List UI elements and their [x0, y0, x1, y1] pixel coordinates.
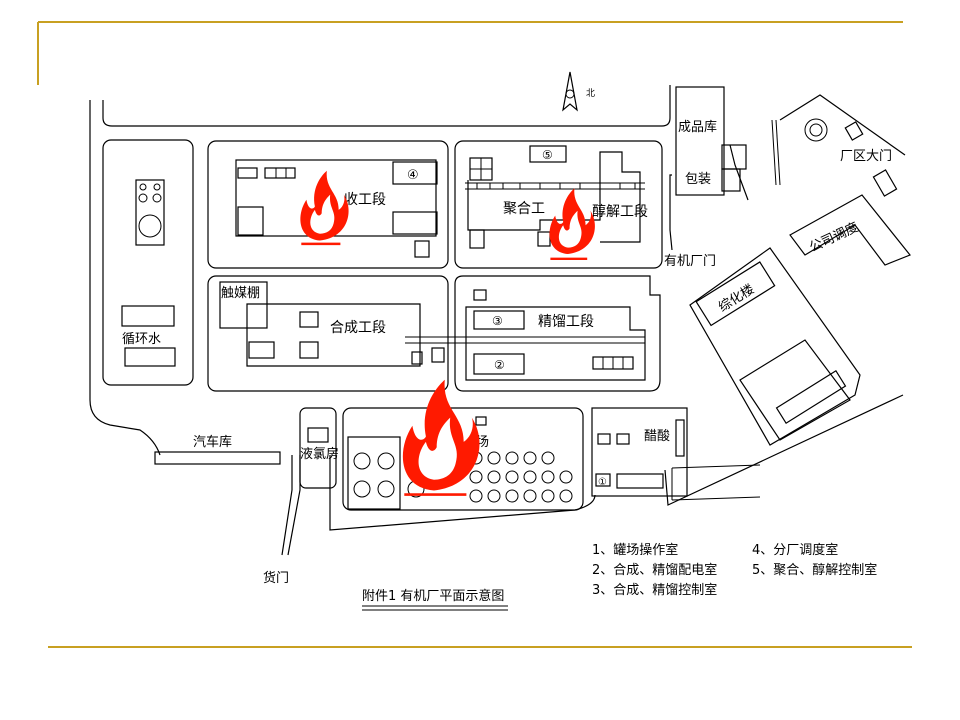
label-liquid-chlorine: 液氯房 [300, 446, 339, 462]
label-distillation-section: 精馏工段 [538, 314, 594, 330]
label-branch-gate: 有机厂门 [664, 254, 716, 269]
block-liquid-chlorine: 液氯房 [299, 407, 339, 489]
fire-icon [402, 379, 480, 496]
block-tank-field: 场 [342, 407, 584, 511]
marker-3: ③ [492, 314, 503, 328]
label-general-building: 综化楼 [716, 282, 757, 315]
tank-circles [353, 451, 573, 503]
label-product-store: 成品库 [678, 119, 717, 135]
label-alcoholysis: 醇解工段 [592, 203, 648, 220]
block-garage: 汽车库 [154, 434, 281, 465]
label-polymer: 聚合工 [503, 201, 545, 217]
marker-2: ② [494, 358, 505, 372]
block-company-dispatch: 公司调度 [789, 194, 911, 266]
label-synthesis-section: 合成工段 [330, 320, 386, 336]
fire-icon [300, 170, 349, 246]
road-boundaries [89, 85, 904, 556]
legend-item: 4、分厂调度室 [752, 542, 838, 558]
legend-item: 2、合成、精馏配电室 [592, 562, 717, 578]
caption-text: 附件1 有机厂平面示意图 [362, 588, 504, 604]
block-product-store: 成品库 包装 [675, 86, 747, 196]
block-distillation-section: ③ ② 精馏工段 [405, 275, 661, 392]
fire-icon [549, 188, 595, 261]
legend-item: 3、合成、精馏控制室 [592, 582, 717, 598]
marker-1: ① [598, 477, 607, 488]
slide-decoration [37, 21, 912, 648]
block-circulating-water: 循环水 [102, 139, 194, 386]
block-synthesis-section: 触媒棚 合成工段 [207, 275, 449, 392]
north-label: 北 [586, 88, 595, 99]
block-polymer-alcoholysis: ⑤ 聚合工 醇解工段 [454, 140, 663, 269]
marker-5: ⑤ [542, 148, 553, 162]
block-factory-gate: 厂区大门 [779, 94, 906, 197]
legend: 1、罐场操作室 2、合成、精馏配电室 3、合成、精馏控制室 4、分厂调度室 5、… [592, 542, 877, 598]
label-company-dispatch: 公司调度 [807, 219, 861, 255]
label-absorb-section: 收工段 [344, 192, 386, 208]
legend-item: 1、罐场操作室 [592, 542, 678, 558]
block-general-building: 综化楼 [689, 247, 861, 446]
legend-item: 5、聚合、醇解控制室 [752, 562, 877, 578]
label-factory-gate: 厂区大门 [840, 149, 892, 164]
block-absorb-section: ④ 收工段 [207, 140, 449, 269]
marker-4: ④ [407, 168, 419, 183]
label-packing: 包装 [685, 172, 711, 187]
label-garage: 汽车库 [193, 434, 232, 450]
block-acetic-acid: ① 醋酸 [591, 407, 688, 497]
label-acetic-acid: 醋酸 [644, 428, 670, 444]
label-freight-gate: 货门 [263, 570, 289, 586]
north-arrow-icon: 北 [562, 71, 595, 112]
label-circulating-water: 循环水 [122, 332, 161, 347]
hatched-walls [671, 119, 781, 501]
diagram-caption: 附件1 有机厂平面示意图 [362, 588, 508, 611]
label-catalyst-shed: 触媒棚 [221, 286, 260, 301]
